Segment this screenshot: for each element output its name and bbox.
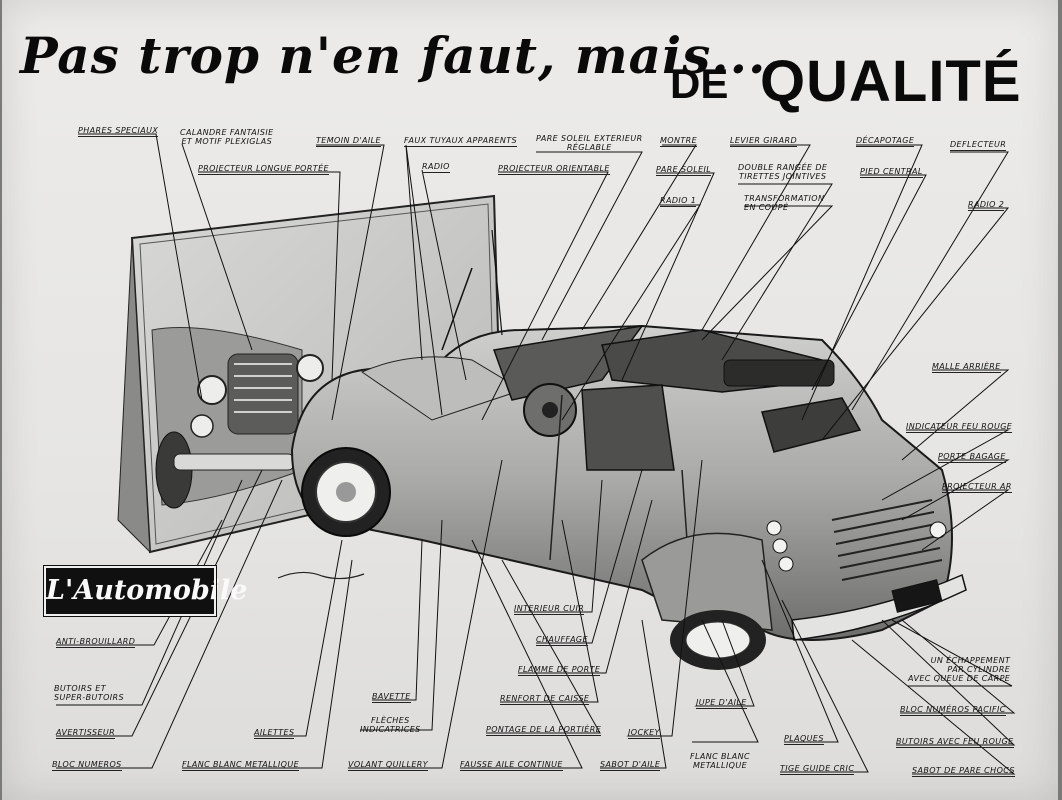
label-levier-girard: LEVIER GIRARD (730, 136, 798, 147)
label-ailettes: AILETTES (254, 728, 295, 739)
label-jockey: JOCKEY (628, 728, 660, 739)
label-plaques: PLAQUES (784, 734, 824, 745)
label-indicateur-feu: INDICATEUR FEU ROUGE (906, 422, 1013, 433)
label-anti-brouillard: ANTI-BROUILLARD (56, 637, 136, 648)
label-projecteur-orientable: PROJECTEUR ORIENTABLE (498, 164, 610, 175)
label-radio-2: RADIO 2 (968, 200, 1005, 211)
label-projecteur-ar: PROJECTEUR AR (942, 482, 1012, 493)
label-echappement: UN ÉCHAPPEMENT PAR CYLINDRE AVEC QUEUE D… (908, 656, 1011, 683)
label-faux-tuyaux: FAUX TUYAUX APPARENTS (404, 136, 518, 147)
label-bloc-pacific: BLOC NUMÉROS PACIFIC (900, 705, 1006, 716)
car-body (290, 229, 967, 670)
label-transformation: TRANSFORMATION EN COUPÉ (744, 194, 825, 212)
label-porte-bagage: PORTE BAGAGE (938, 452, 1006, 463)
label-montre: MONTRE (660, 136, 698, 147)
label-fleches: FLÈCHES INDICATRICES (360, 716, 421, 734)
label-sabot-pare-chocs: SABOT DE PARE CHOCS (912, 766, 1015, 777)
label-pare-soleil-ext: PARE SOLEIL EXTERIEUR RÉGLABLE (536, 134, 643, 152)
label-double-rangee: DOUBLE RANGÉE DE TIRETTES JOINTIVES (738, 163, 828, 181)
headline: Pas trop n'en faut, mais... DE QUALITÉ (20, 14, 1050, 114)
label-flanc-blanc: FLANC BLANC METALLIQUE (182, 760, 300, 771)
label-butoirs: BUTOIRS ET SUPER-BUTOIRS (54, 684, 124, 702)
label-flamme: FLAMME DE PORTE (518, 665, 601, 676)
label-sabot-aile: SABOT D'AILE (600, 760, 661, 771)
lautomobile-logo: L'Automobile (43, 565, 247, 617)
label-malle-arriere: MALLE ARRIÈRE (932, 362, 1001, 373)
label-radio-1: RADIO 1 (660, 196, 697, 207)
label-radio: RADIO (422, 162, 450, 173)
label-flanc-blanc-2: FLANC BLANC METALLIQUE (690, 752, 751, 770)
leader-lines (56, 133, 1016, 775)
label-bavette: BAVETTE (372, 692, 411, 703)
label-pontage: PONTAGE DE LA PORTIÈRE (486, 725, 602, 736)
label-fausse-aile: FAUSSE AILE CONTINUE (460, 760, 563, 771)
headline-script-text: Pas trop n'en faut, mais... (20, 26, 767, 85)
label-jupe-aile: JUPE D'AILE (696, 698, 747, 709)
label-pare-soleil: PARE SOLEIL (656, 165, 712, 176)
label-butoirs-feu: BUTOIRS AVEC FEU ROUGE (896, 737, 1014, 748)
label-calandre: CALANDRE FANTAISIE ET MOTIF PLEXIGLAS (180, 128, 274, 146)
label-volant: VOLANT QUILLERY (348, 760, 429, 771)
artist-signature (277, 571, 365, 580)
label-decapotage: DÉCAPOTAGE (856, 136, 915, 147)
label-pied-central: PIED CENTRAL (860, 167, 923, 178)
label-tige-guide: TIGE GUIDE CRIC (780, 764, 855, 775)
label-deflecteur: DEFLECTEUR (950, 140, 1007, 151)
label-avertisseur: AVERTISSEUR (56, 728, 116, 739)
label-interieur-cuir: INTERIEUR CUIR (514, 604, 585, 615)
label-phares-speciaux: PHARES SPECIAUX (78, 126, 159, 137)
headline-de: DE (670, 60, 729, 107)
label-chauffage: CHAUFFAGE (536, 635, 588, 646)
headline-qualite: QUALITÉ (760, 49, 1022, 114)
label-temoin-aile: TEMOIN D'AILE (316, 136, 381, 147)
label-projecteur-longue: PROJECTEUR LONGUE PORTÉE (198, 164, 329, 175)
label-bloc-numeros: BLOC NUMEROS (52, 760, 122, 771)
label-renfort: RENFORT DE CAISSE (500, 694, 590, 705)
